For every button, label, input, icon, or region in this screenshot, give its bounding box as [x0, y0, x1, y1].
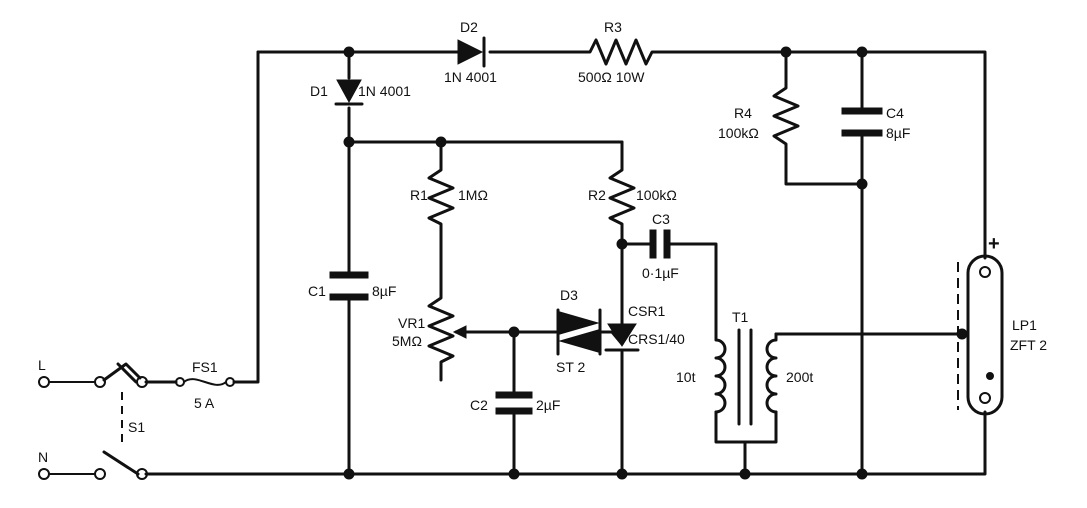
- capacitor-c3: [649, 229, 671, 259]
- label-r1-value: 1MΩ: [458, 187, 488, 203]
- label-t1: T1: [732, 309, 749, 325]
- label-c1-value: 8µF: [372, 283, 396, 299]
- label-csr1-part: CRS1/40: [628, 331, 685, 347]
- label-c4-value: 8µF: [886, 125, 910, 141]
- resistor-r3: [578, 38, 660, 66]
- label-csr1: CSR1: [628, 303, 666, 319]
- label-d2-part: 1N 4001: [444, 69, 497, 85]
- resistor-r4: [772, 80, 800, 152]
- label-c3: C3: [652, 211, 670, 227]
- label-fs1: FS1: [192, 359, 218, 375]
- label-r3: R3: [604, 19, 622, 35]
- thyristor-csr1: [604, 323, 640, 352]
- label-c2-value: 2µF: [536, 397, 560, 413]
- label-vr1-value: 5MΩ: [392, 333, 422, 349]
- capacitor-c2: [495, 391, 533, 415]
- capacitor-c4: [841, 107, 883, 137]
- label-c1: C1: [308, 283, 326, 299]
- label-d3: D3: [560, 287, 578, 303]
- label-lp1: LP1: [1012, 317, 1037, 333]
- lamp-lp1: [957, 254, 1004, 416]
- label-c2: C2: [470, 397, 488, 413]
- labels: L N S1 FS1 5 A D1 1N 4001 D2 1N 4001 R3 …: [38, 19, 1047, 465]
- label-r2-value: 100kΩ: [636, 187, 677, 203]
- label-r4: R4: [734, 105, 752, 121]
- resistor-r1: [427, 164, 455, 228]
- label-t1-primary: 10t: [676, 369, 696, 385]
- label-plus: +: [988, 233, 1000, 255]
- potentiometer-vr1: [427, 292, 474, 382]
- label-s1: S1: [128, 419, 145, 435]
- fuse-fs1: [144, 377, 246, 387]
- junction-dots: [343, 46, 968, 480]
- label-c4: C4: [886, 105, 904, 121]
- label-d1: D1: [310, 83, 328, 99]
- label-r2: R2: [588, 187, 606, 203]
- label-lp1-part: ZFT 2: [1010, 337, 1047, 353]
- label-t1-secondary: 200t: [786, 369, 813, 385]
- label-c3-value: 0·1µF: [642, 265, 679, 281]
- switch-s1: [102, 362, 148, 480]
- diac-d3: [556, 308, 602, 356]
- capacitor-c1: [329, 271, 369, 301]
- label-fs1-rating: 5 A: [194, 395, 215, 411]
- label-r4-value: 100kΩ: [718, 125, 759, 141]
- mains-terminals: [38, 376, 106, 480]
- label-d2: D2: [460, 19, 478, 35]
- wiring: [144, 50, 987, 476]
- label-neutral: N: [38, 449, 48, 465]
- label-d1-part: 1N 4001: [358, 83, 411, 99]
- label-line: L: [38, 357, 46, 373]
- label-r1: R1: [410, 187, 428, 203]
- label-r3-value: 500Ω 10W: [578, 69, 645, 85]
- label-vr1: VR1: [398, 315, 425, 331]
- transformer-t1: [714, 328, 778, 426]
- diode-d1: [334, 79, 364, 106]
- diode-d2: [457, 36, 486, 68]
- resistor-r2: [608, 164, 636, 228]
- label-d3-part: ST 2: [556, 359, 586, 375]
